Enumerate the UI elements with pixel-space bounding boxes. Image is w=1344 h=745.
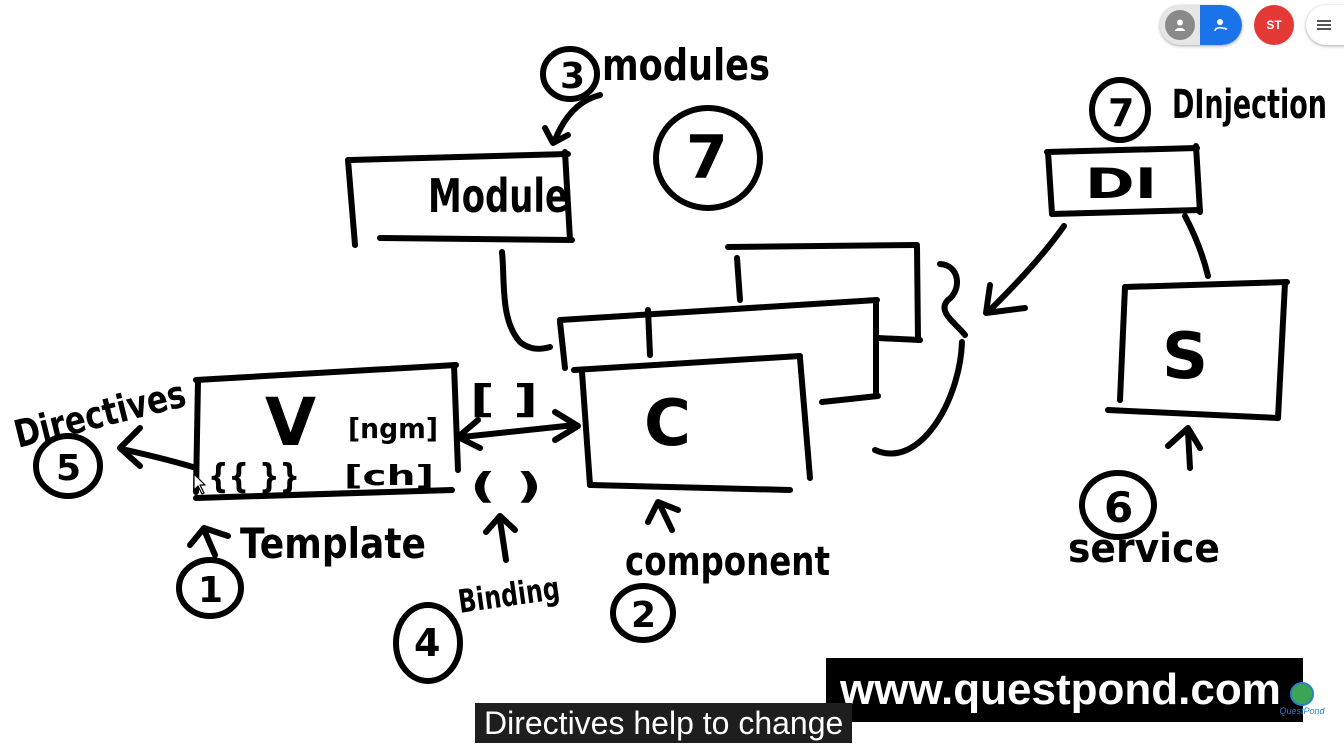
view-box-letter: V: [265, 384, 316, 461]
di-label-number: 7: [1108, 91, 1134, 135]
component-box: C: [571, 353, 813, 493]
template-label: Template 1: [176, 519, 426, 619]
service-word: service: [1068, 526, 1220, 572]
directives-word: Directives: [10, 372, 190, 457]
directives-number: 5: [56, 448, 81, 489]
presenter-button[interactable]: [1200, 5, 1242, 45]
module-box-label: Module: [428, 169, 568, 223]
component-box-label: C: [644, 387, 691, 461]
modules-word: modules: [602, 40, 770, 91]
di-box-label: DI: [1085, 159, 1157, 208]
logo-word: QuestPond: [1279, 706, 1325, 716]
service-label: 6 service: [1068, 470, 1220, 572]
di-label: 7 DInjection: [1089, 77, 1327, 143]
template-word: Template: [240, 519, 426, 568]
component-stack: [557, 242, 968, 457]
component-number: 2: [631, 595, 656, 636]
watermark-url: www.questpond.com: [826, 658, 1303, 722]
view-interp: {{ }}: [208, 457, 300, 497]
binding-arrow: [ ] ( ): [455, 377, 581, 507]
di-to-component-arrow: [985, 223, 1067, 315]
person-pointer-icon: [1214, 19, 1228, 32]
service-number: 6: [1104, 483, 1133, 532]
user-avatar[interactable]: ST: [1254, 5, 1294, 45]
binding-number: 4: [414, 621, 440, 665]
module-box: Module: [345, 149, 575, 248]
binding-square: [ ]: [470, 377, 538, 421]
seven-circle: 7: [653, 105, 763, 211]
subtitle-caption: Directives help to change: [475, 703, 853, 743]
view-ngm: [ngm]: [348, 412, 438, 445]
binding-round: ( ): [470, 466, 542, 507]
template-number: 1: [198, 570, 223, 611]
hamburger-menu-icon[interactable]: [1306, 5, 1344, 45]
service-box: S: [1105, 279, 1290, 421]
di-label-word: DInjection: [1172, 82, 1327, 128]
questpond-logo: QuestPond: [1279, 682, 1325, 724]
component-word: component: [625, 539, 830, 585]
follow-presenter-toggle[interactable]: [1160, 5, 1200, 45]
globe-icon: [1290, 682, 1314, 706]
view-ch: [ch]: [344, 459, 434, 492]
modules-number: 3: [560, 56, 585, 97]
view-toggle: [1160, 5, 1242, 45]
view-box: V [ngm] {{ }} [ch]: [193, 362, 461, 501]
component-label: component 2: [610, 539, 830, 643]
di-box: DI: [1044, 143, 1203, 217]
directives-label: Directives 5: [10, 372, 190, 499]
binding-label: Binding 4: [393, 569, 562, 684]
modules-label: 3 modules: [540, 40, 770, 146]
binding-word: Binding: [456, 569, 562, 621]
service-box-label: S: [1162, 320, 1208, 394]
di-to-service-line: [1182, 213, 1211, 279]
mouse-pointer-icon: [193, 473, 206, 495]
seven-circle-number: 7: [686, 123, 728, 193]
person-icon: [1175, 19, 1185, 31]
meeting-toolbar: ST: [1160, 4, 1344, 46]
